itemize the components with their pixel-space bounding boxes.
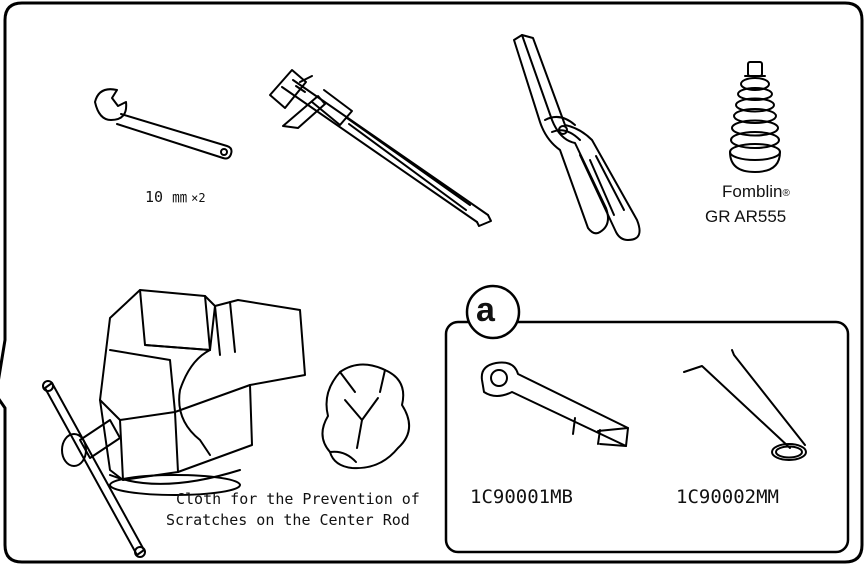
wrench-icon xyxy=(94,88,233,160)
wrench-quantity: ×2 xyxy=(191,191,206,205)
special-tools-group-box xyxy=(444,320,850,554)
cloth-label-line2: Scratches on the Center Rod xyxy=(166,511,410,529)
wrench-size-label: 10 ㎜×2 xyxy=(145,188,206,206)
grease-grade-label: GR AR555 xyxy=(705,207,787,226)
special-tool-2-part-number: 1C90002MM xyxy=(676,486,779,508)
cloth-label-line1: Cloth for the Prevention of xyxy=(176,490,420,508)
wire-puller-tool-icon xyxy=(683,349,807,461)
group-marker-badge xyxy=(465,284,521,340)
group-marker-letter: a xyxy=(476,291,495,329)
cloth-icon xyxy=(321,363,410,470)
registered-mark: ® xyxy=(782,188,790,199)
grease-tube-icon xyxy=(729,61,781,173)
grease-brand-label: Fomblin® xyxy=(722,182,790,201)
caliper-icon xyxy=(269,69,492,227)
special-tool-1-part-number: 1C90001MB xyxy=(470,486,573,508)
spanner-tool-icon xyxy=(480,361,629,447)
pliers-icon xyxy=(513,34,641,241)
bench-vise-icon xyxy=(42,289,306,558)
